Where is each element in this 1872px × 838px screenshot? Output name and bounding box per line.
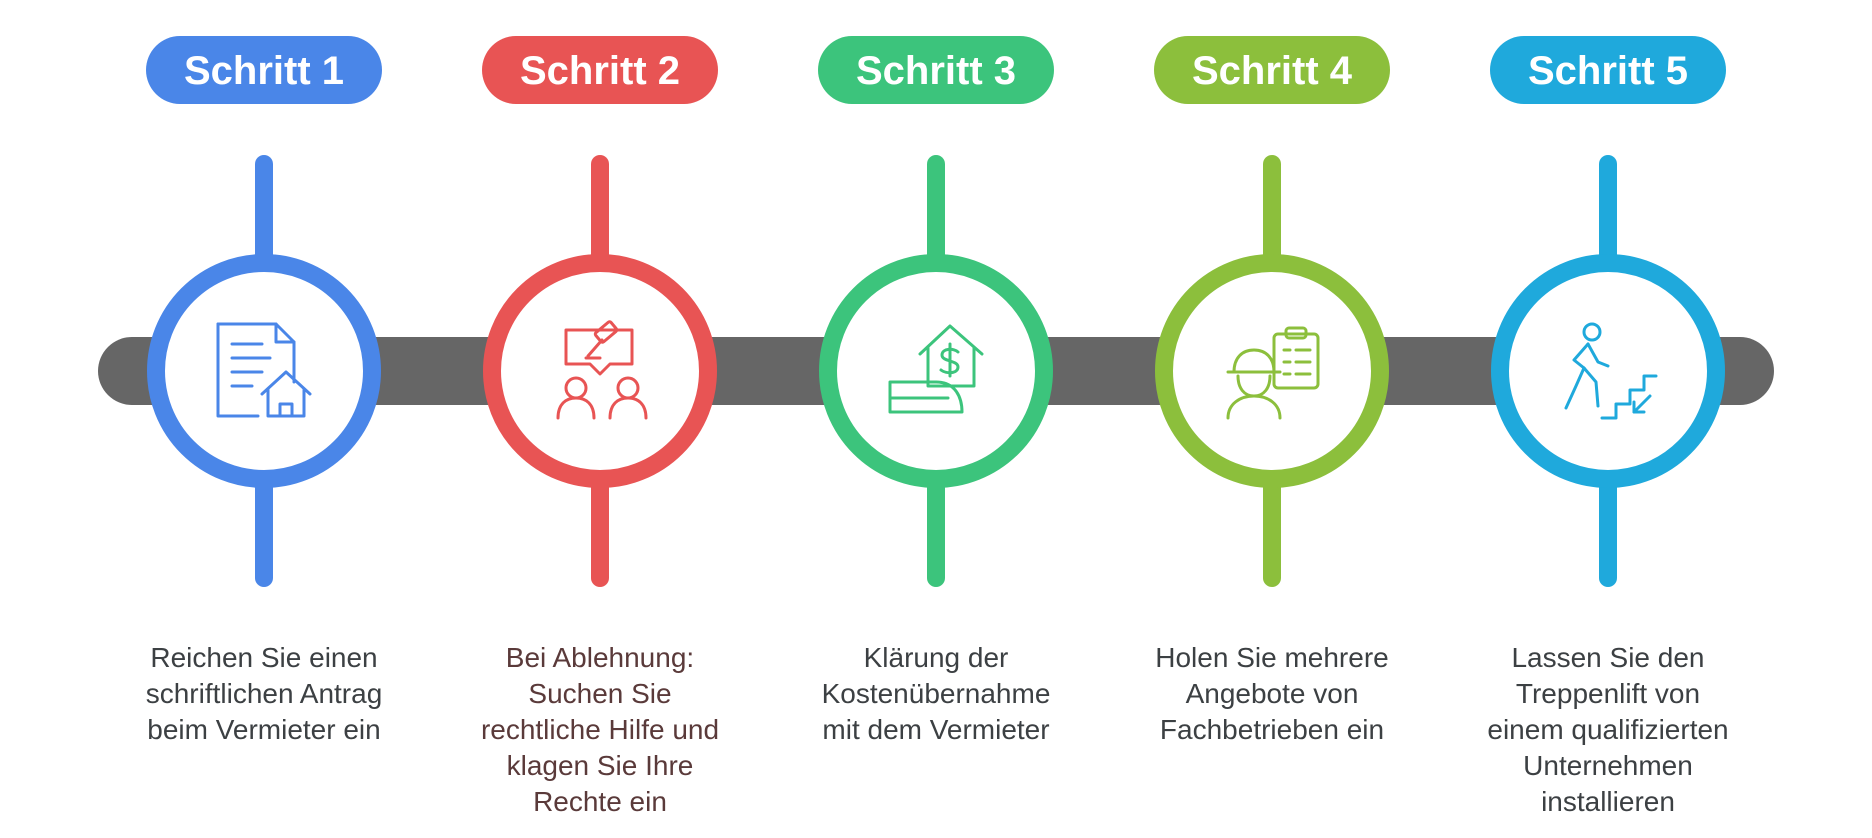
step-3-description-line: Klärung der [863,642,1009,673]
step-4: Schritt 4 [1154,36,1390,587]
step-3-ring [819,254,1053,488]
step-1: Schritt 1 [146,36,382,587]
step-3-label: Schritt 3 [856,49,1016,93]
legal-help-gavel-people-icon [556,320,648,420]
step-2-description-line: rechtliche Hilfe und [480,714,720,745]
step-2-ring [483,254,717,488]
step-4-description-line: Fachbetrieben ein [1159,714,1385,745]
step-3-description-line: Kostenübernahme [821,678,1051,709]
step-4-pill [1154,36,1390,104]
step-2-description-line: Bei Ablehnung: [505,642,695,673]
worker-clipboard-icon [1226,326,1320,420]
step-2-description-line: klagen Sie Ihre [506,750,694,781]
step-4-description-line: Holen Sie mehrere [1155,642,1389,673]
document-house-icon [216,322,312,418]
step-1-description-line: beim Vermieter ein [147,714,381,745]
step-5-description-line: Treppenlift von [1515,678,1701,709]
step-1-description-line: schriftlichen Antrag [145,678,383,709]
step-5-description: Lassen Sie den Treppenlift von einem qua… [1458,640,1758,820]
step-3-pill [818,36,1054,104]
step-2-label: Schritt 2 [520,49,680,93]
step-5-ring [1491,254,1725,488]
step-5-description-line: installieren [1541,786,1675,817]
step-5-description-line: einem qualifizierten [1487,714,1729,745]
step-5-pill [1490,36,1726,104]
step-2-pill [482,36,718,104]
step-3: Schritt 3 [818,36,1054,587]
step-5-description-line: Unternehmen [1523,750,1693,781]
step-4-description-line: Angebote von [1185,678,1359,709]
step-2-description: Bei Ablehnung: Suchen Sie rechtliche Hil… [450,640,750,820]
step-5-description-line: Lassen Sie den [1511,642,1705,673]
step-1-description: Reichen Sie einen schriftlichen Antrag b… [114,640,414,748]
person-stairs-icon [1564,322,1658,420]
step-5: Schritt 5 [1490,36,1726,587]
step-3-description: Klärung der Kostenübernahme mit dem Verm… [786,640,1086,748]
step-2-description-line: Rechte ein [533,786,667,817]
step-2: Schritt 2 [482,36,718,587]
step-1-description-line: Reichen Sie einen [150,642,378,673]
step-3-description-line: mit dem Vermieter [822,714,1050,745]
step-1-pill [146,36,382,104]
step-1-label: Schritt 1 [184,49,344,93]
step-5-label: Schritt 5 [1528,49,1688,93]
step-4-label: Schritt 4 [1192,49,1353,93]
step-2-description-line: Suchen Sie [528,678,672,709]
step-1-ring [147,254,381,488]
step-4-description: Holen Sie mehrere Angebote von Fachbetri… [1122,640,1422,748]
hand-house-dollar-icon [888,324,984,414]
